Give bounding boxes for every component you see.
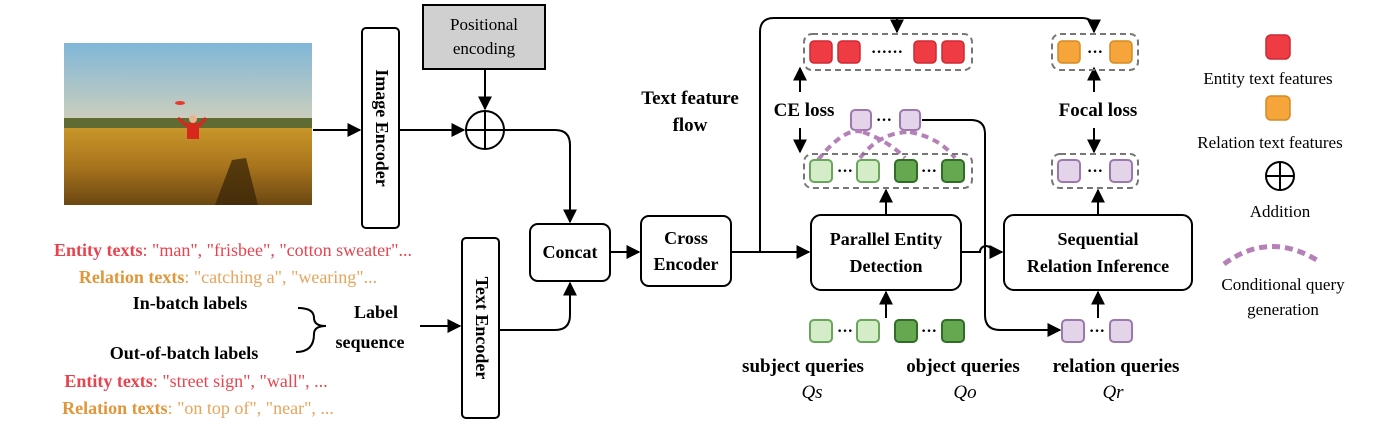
entity-feature-ellipsis: ······ (871, 44, 903, 61)
entity-feature-square (809, 40, 833, 64)
cross-encoder-block: Cross Encoder (640, 215, 732, 287)
svg-text:Entity texts: "man", "frisbee": Entity texts: "man", "frisbee", "cotton … (54, 240, 412, 260)
image-encoder-label: Image Encoder (372, 69, 392, 186)
relation-feature-square (1057, 40, 1081, 64)
text-encoder-label: Text Encoder (472, 277, 492, 380)
relation-texts-bottom-key: Relation texts (62, 398, 167, 418)
positional-encoding-line-1: Positional (450, 15, 518, 34)
subject-ellipsis: ··· (837, 163, 853, 180)
relation-query-square (1109, 159, 1133, 183)
legend: Entity text features Relation text featu… (1197, 34, 1345, 319)
relation-query-group: ··· (1051, 153, 1139, 189)
positional-encoding-block: Positional encoding (422, 4, 546, 70)
sri-line-1: Sequential (1057, 229, 1138, 249)
sequential-relation-inference-block: Sequential Relation Inference (1003, 214, 1193, 291)
object-queries-label: object queries (906, 356, 1019, 377)
legend-entity-swatch (1265, 34, 1291, 60)
legend-relation-swatch (1265, 95, 1291, 121)
relation-texts-top-value: : "catching a", "wearing"... (184, 267, 377, 287)
legend-conditional-line-1: Conditional query (1221, 275, 1345, 294)
relation-input-ellipsis: ··· (1089, 323, 1105, 340)
cross-encoder-line-2: Encoder (654, 254, 719, 274)
text-feature-flow-line-2: flow (673, 115, 708, 136)
relation-texts-bottom: Relation texts: "on top of", "near", ... (62, 398, 334, 418)
legend-entity-label: Entity text features (1203, 69, 1332, 88)
label-sequence-line-1: Label (354, 302, 398, 322)
parallel-entity-detection-block: Parallel Entity Detection (810, 214, 962, 291)
legend-conditional-line-2: generation (1247, 300, 1319, 319)
focal-loss-label: Focal loss (1059, 100, 1138, 121)
object-query-square (941, 159, 965, 183)
relation-query-square (850, 109, 872, 131)
relation-texts-top: Relation texts: "catching a", "wearing".… (79, 267, 377, 287)
object-queries-symbol: Qo (953, 382, 976, 403)
ped-line-1: Parallel Entity (830, 229, 942, 249)
text-feature-flow-line-1: Text feature (641, 88, 739, 109)
subject-query-square (856, 159, 880, 183)
cross-encoder-line-1: Cross (664, 228, 708, 248)
svg-text:Entity texts: "street sign", ": Entity texts: "street sign", "wall", ... (64, 371, 327, 391)
legend-addition-label: Addition (1250, 202, 1311, 221)
subject-queries-symbol: Qs (801, 382, 822, 403)
relation-queries-label: relation queries (1053, 356, 1180, 377)
entity-text-features: ······ (803, 33, 973, 71)
legend-conditional-dash (1222, 244, 1322, 267)
object-queries-input: ··· (894, 319, 965, 343)
concat-block: Concat (529, 223, 611, 282)
out-of-batch-labels: Out-of-batch labels (110, 343, 259, 363)
entity-texts-bottom-key: Entity texts (64, 371, 153, 391)
entity-texts-top-key: Entity texts (54, 240, 143, 260)
relation-feature-square (1109, 40, 1133, 64)
relation-text-features: ··· (1051, 33, 1139, 71)
relation-queries-input: ··· (1061, 319, 1133, 343)
image-encoder-block: Image Encoder (361, 27, 400, 229)
relation-group-ellipsis: ··· (1087, 163, 1103, 180)
relation-queries-symbol: Qr (1102, 382, 1124, 403)
subject-query-square (809, 159, 833, 183)
relation-texts-top-key: Relation texts (79, 267, 184, 287)
entity-texts-top-value: : "man", "frisbee", "cotton sweater"... (142, 240, 412, 260)
legend-relation-label: Relation text features (1197, 133, 1342, 152)
connectors (295, 17, 1105, 353)
relation-query-square (899, 109, 921, 131)
object-query-square (894, 159, 918, 183)
relation-query-square (1057, 159, 1081, 183)
svg-text:Relation texts: "catching a",: Relation texts: "catching a", "wearing".… (79, 267, 377, 287)
subject-input-ellipsis: ··· (837, 323, 853, 340)
entity-feature-square (913, 40, 937, 64)
subject-queries-input: ··· (809, 319, 880, 343)
conditional-relation-queries: ··· (816, 109, 957, 162)
relation-texts-bottom-value: : "on top of", "near", ... (168, 398, 334, 418)
positional-encoding-line-2: encoding (453, 39, 516, 58)
text-encoder-block: Text Encoder (461, 237, 500, 419)
conditional-query-ellipsis: ··· (876, 112, 892, 129)
entity-feature-square (837, 40, 861, 64)
entity-query-group: ··· ··· (803, 153, 973, 189)
input-photo (64, 43, 312, 205)
label-sequence-line-2: sequence (336, 332, 405, 352)
object-input-ellipsis: ··· (921, 323, 937, 340)
subject-queries-label: subject queries (742, 356, 864, 377)
entity-feature-square (941, 40, 965, 64)
entity-texts-bottom-value: : "street sign", "wall", ... (153, 371, 328, 391)
concat-label: Concat (543, 242, 598, 262)
sri-line-2: Relation Inference (1027, 256, 1169, 276)
ce-loss-label: CE loss (774, 100, 835, 121)
legend-addition-icon (1265, 161, 1295, 191)
svg-text:Relation texts: "on top of", ": Relation texts: "on top of", "near", ... (62, 398, 334, 418)
in-batch-labels: In-batch labels (133, 293, 248, 313)
addition-node (465, 110, 505, 150)
entity-texts-bottom: Entity texts: "street sign", "wall", ... (64, 371, 327, 391)
ped-line-2: Detection (850, 256, 923, 276)
relation-feature-ellipsis: ··· (1087, 44, 1103, 61)
entity-texts-top: Entity texts: "man", "frisbee", "cotton … (54, 240, 412, 260)
object-ellipsis: ··· (921, 163, 937, 180)
